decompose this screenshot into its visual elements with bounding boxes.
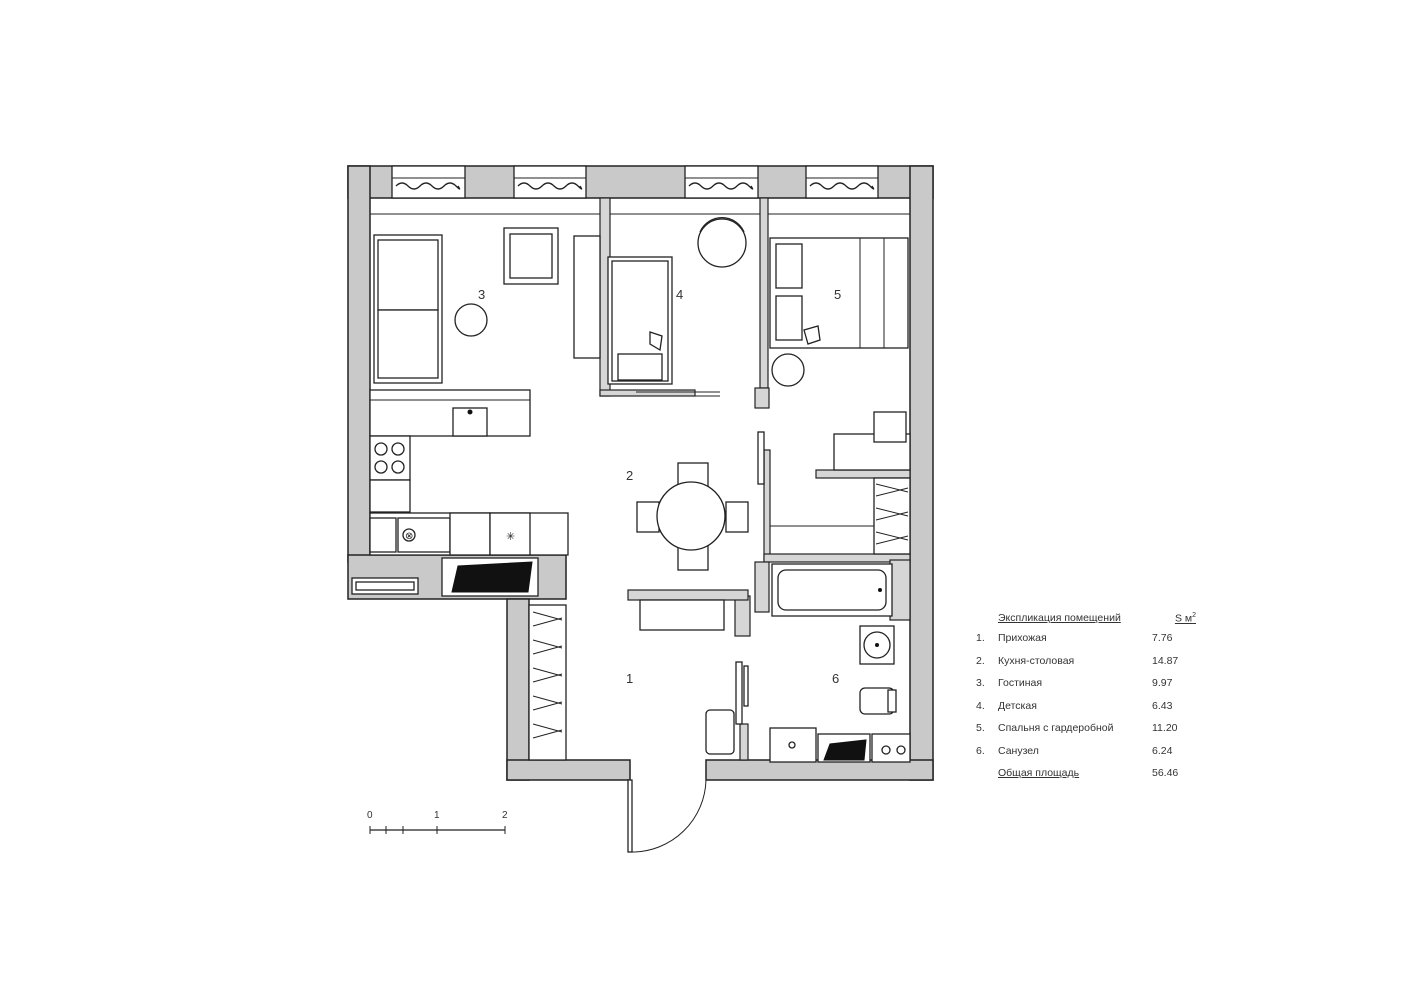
coffee-table [454, 303, 488, 337]
room-area: 9.97 [1152, 677, 1173, 689]
room-number-5: 5 [834, 287, 841, 302]
schedule-row: 1. Прихожая 7.76 [976, 632, 1196, 655]
living-room: 3 [369, 227, 601, 437]
schedule-row: 2. Кухня-столовая 14.87 [976, 655, 1196, 678]
windows [370, 165, 910, 215]
scale-bar: 0 1 2 [367, 810, 508, 834]
doors [627, 431, 765, 853]
total-area: 56.46 [1152, 767, 1179, 779]
kitchen-island [369, 389, 531, 437]
room-number-1: 1 [626, 671, 633, 686]
entrance-door [627, 779, 707, 853]
toilet [859, 687, 897, 715]
bathtub [771, 563, 893, 617]
room-area: 7.76 [1152, 632, 1173, 644]
desk [833, 411, 911, 471]
row-number: 5. [976, 722, 985, 734]
bathroom: 6 [769, 563, 911, 763]
schedule-row: 6. Санузел 6.24 [976, 745, 1196, 768]
window-2 [513, 165, 587, 199]
washing-machine [769, 727, 817, 763]
row-number: 4. [976, 699, 985, 712]
schedule-row: 5. Спальня с гардеробной 11.20 [976, 722, 1196, 745]
bedroom: 5 [763, 237, 911, 555]
sliding-door-bathroom [735, 661, 743, 725]
tv-console [573, 235, 601, 359]
kitchen-dining: ⊗ ✳ 2 [351, 435, 749, 597]
room-name: Кухня-столовая [998, 654, 1075, 667]
room-number-2: 2 [626, 468, 633, 483]
room-number-6: 6 [832, 671, 839, 686]
hall-bench [639, 599, 725, 631]
room-schedule: Экспликация помещений S м2 1. Прихожая 7… [976, 612, 1196, 790]
radiator [351, 577, 419, 595]
schedule-total-row: Общая площадь 56.46 [976, 767, 1196, 790]
room-area: 6.43 [1152, 699, 1173, 712]
window-3 [684, 165, 759, 199]
room-schedule-title: Экспликация помещений [998, 612, 1121, 624]
dining-table [636, 462, 749, 571]
double-bed [769, 237, 909, 349]
room-schedule-header: Экспликация помещений S м2 [998, 612, 1196, 632]
hall-pouf [705, 709, 735, 755]
window-1 [391, 165, 466, 199]
armchair [503, 227, 559, 285]
room-name: Гостиная [998, 677, 1043, 689]
kitchen-lower-counter: ⊗ ✳ [369, 512, 569, 556]
row-number: 6. [976, 744, 985, 757]
child-bed [607, 256, 673, 385]
cooktop [369, 435, 411, 481]
sliding-door-bedroom [757, 431, 765, 485]
window-4 [805, 165, 879, 199]
room-name: Детская [998, 699, 1037, 712]
room-area: 6.24 [1152, 744, 1173, 757]
room-area: 14.87 [1152, 654, 1179, 667]
bedroom-pouf [771, 353, 805, 387]
room-number-4: 4 [676, 287, 683, 302]
room-area: 11.20 [1152, 722, 1178, 734]
round-chair [697, 216, 747, 268]
boiler [817, 733, 871, 763]
hallway: 1 [528, 599, 735, 761]
sofa [373, 234, 443, 384]
schedule-row: 3. Гостиная 9.97 [976, 677, 1196, 700]
washbasin [859, 625, 895, 665]
svg-text:⊗: ⊗ [405, 531, 413, 542]
nursery: 4 [607, 216, 747, 397]
svg-text:✳: ✳ [506, 530, 515, 543]
fridge [441, 557, 539, 597]
room-name: Спальня с гардеробной [998, 722, 1114, 734]
total-label: Общая площадь [998, 767, 1080, 779]
wardrobe-hatched [873, 477, 911, 555]
stove-small [871, 733, 911, 763]
scale-label-0: 0 [367, 810, 373, 821]
room-name: Прихожая [998, 632, 1047, 644]
schedule-row: 4. Детская 6.43 [976, 700, 1196, 723]
room-name: Санузел [998, 744, 1039, 757]
row-number: 3. [976, 677, 985, 689]
scale-label-1: 1 [434, 810, 440, 821]
area-header: S м2 [1174, 612, 1196, 625]
row-number: 1. [976, 632, 985, 644]
row-number: 2. [976, 654, 985, 667]
room-number-3: 3 [478, 287, 485, 302]
scale-label-2: 2 [502, 810, 508, 821]
hall-wardrobe [528, 604, 567, 761]
